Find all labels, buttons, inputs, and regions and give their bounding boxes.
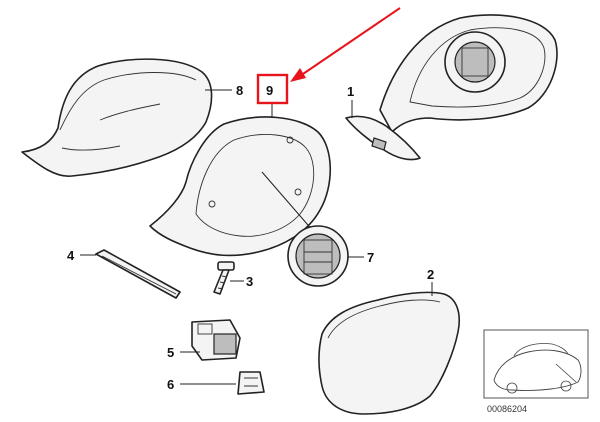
trim-strip-part <box>95 249 181 299</box>
label-part-5: 5 <box>167 345 174 360</box>
label-part-6: 6 <box>167 377 174 392</box>
mirror-cover-part <box>21 58 213 177</box>
label-part-9: 9 <box>266 83 273 98</box>
diagram-reference-number: 00086204 <box>487 404 527 414</box>
mirror-motor-part <box>287 225 349 287</box>
label-part-7: 7 <box>367 250 374 265</box>
screw-part <box>213 261 235 295</box>
vehicle-thumbnail <box>483 329 589 399</box>
mirror-frame-part <box>149 116 332 257</box>
mirror-housing-part <box>345 14 558 161</box>
label-part-4: 4 <box>67 248 75 263</box>
mirror-glass-part <box>318 291 460 415</box>
leader-line-frame-to-7 <box>261 171 315 233</box>
clip-holder-part <box>191 319 241 361</box>
label-part-8: 8 <box>236 83 243 98</box>
highlight-box <box>256 73 289 105</box>
label-part-1: 1 <box>347 84 354 99</box>
label-part-2: 2 <box>427 267 434 282</box>
label-part-3: 3 <box>246 274 253 289</box>
highlight-arrow <box>290 7 401 82</box>
pad-part <box>237 371 265 395</box>
